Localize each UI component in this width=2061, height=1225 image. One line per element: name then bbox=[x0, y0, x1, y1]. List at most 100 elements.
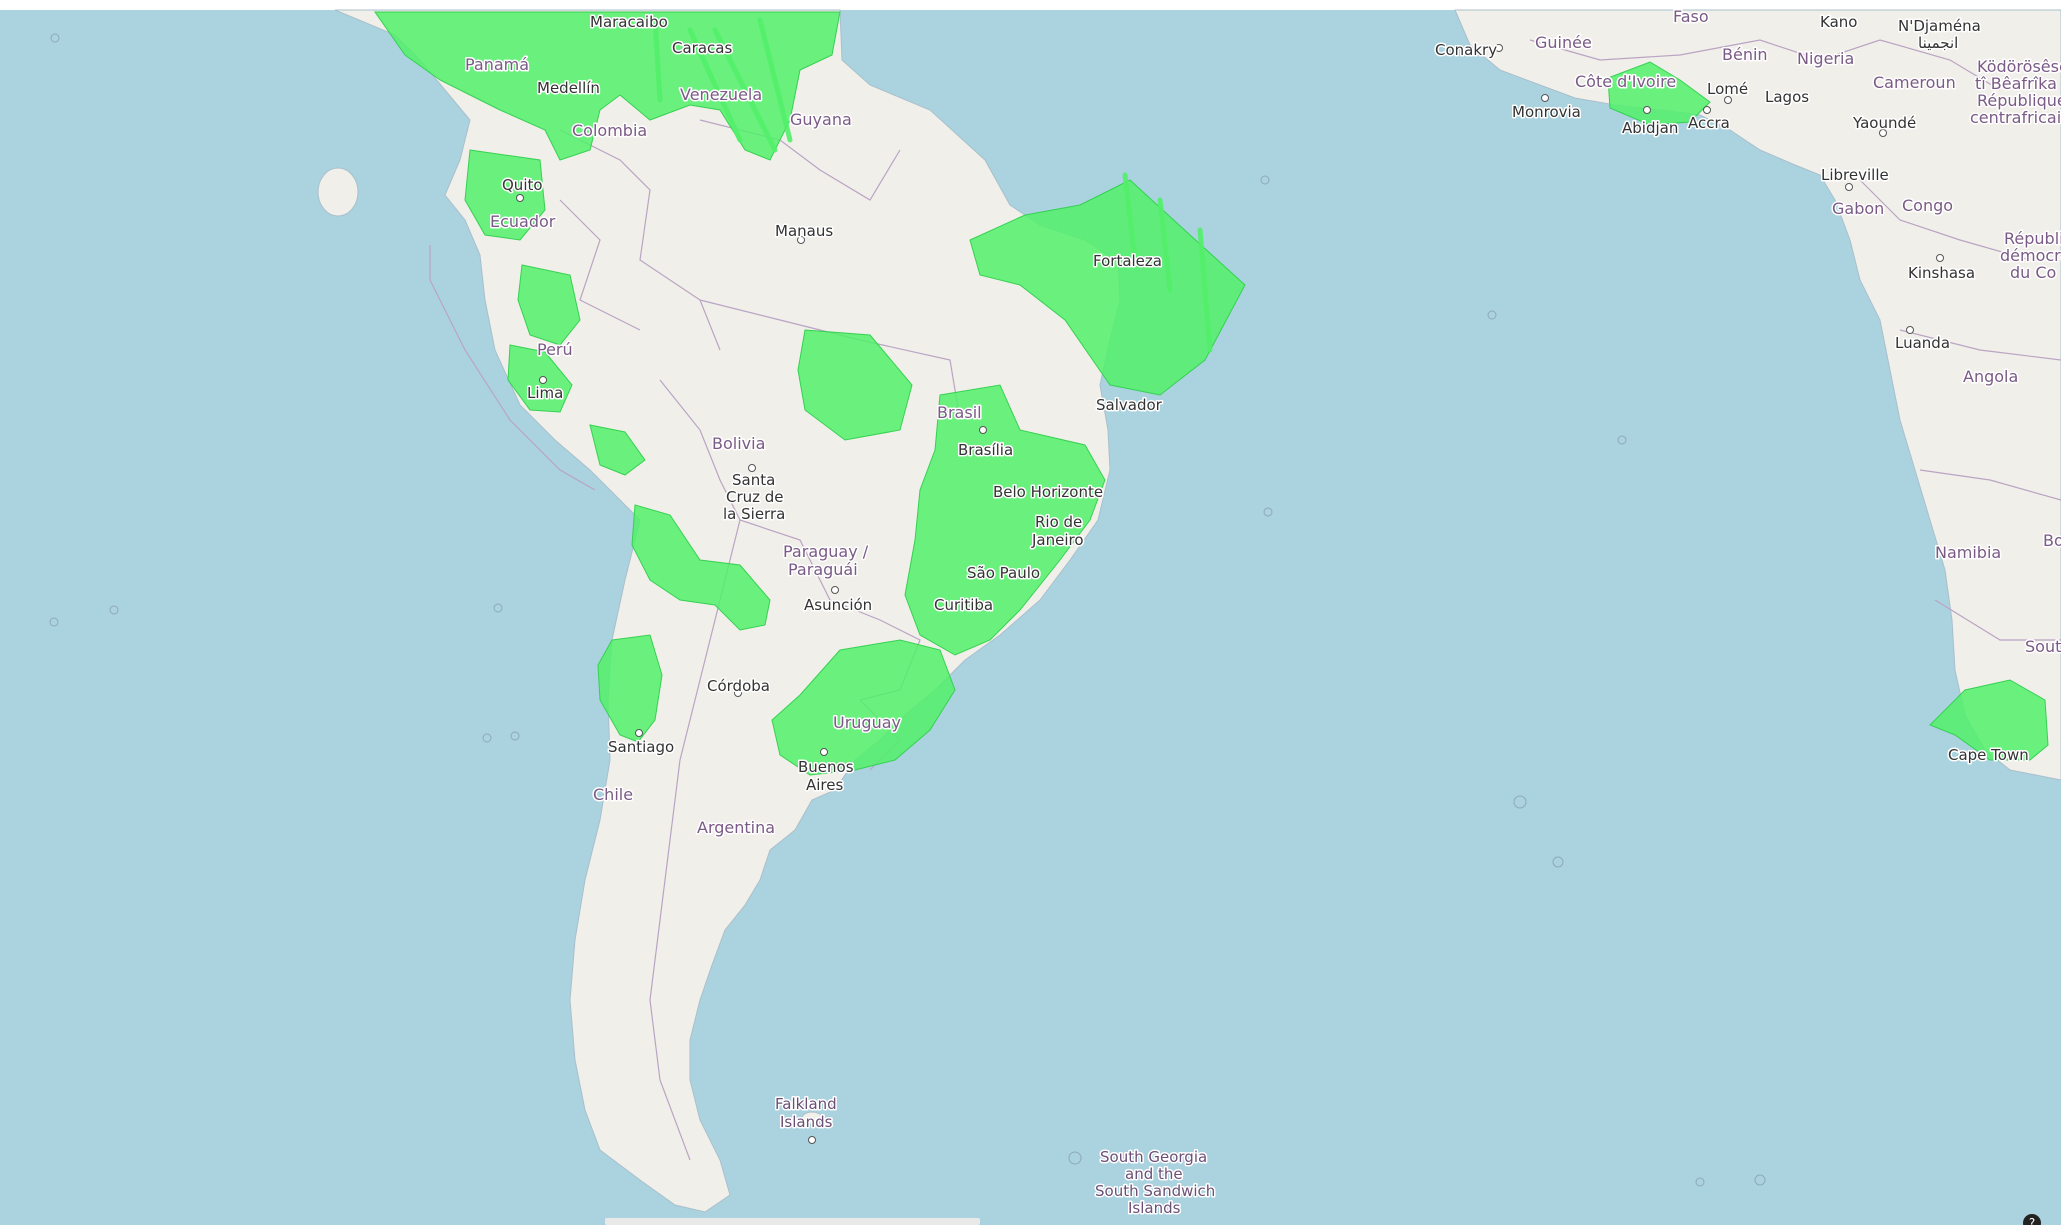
island-dot bbox=[50, 33, 60, 43]
label-colombia: Colombia bbox=[572, 121, 647, 140]
maritime-border-peru bbox=[429, 245, 596, 491]
falkland-island bbox=[801, 1111, 823, 1125]
label-gabon: Gabon bbox=[1832, 199, 1884, 218]
label-curitiba: Curitiba bbox=[934, 596, 993, 614]
label-south-georgia: South Sandwich bbox=[1095, 1182, 1215, 1200]
label-south-georgia: and the bbox=[1125, 1165, 1183, 1183]
label-buenos-aires: Buenos bbox=[798, 758, 854, 776]
label-caracas: Caracas bbox=[672, 39, 732, 57]
label-ecuador: Ecuador bbox=[490, 212, 556, 231]
island-dot bbox=[1260, 175, 1270, 185]
island-dot bbox=[1552, 856, 1564, 868]
coverage-area-mato-grosso bbox=[797, 329, 913, 441]
coverage-streak bbox=[1157, 197, 1173, 293]
coverage-area-southeast-brazil bbox=[904, 384, 1106, 656]
label-abidjan: Abidjan bbox=[1622, 119, 1678, 137]
label-conakry: Conakry bbox=[1435, 41, 1497, 59]
label-lagos: Lagos bbox=[1765, 88, 1809, 106]
label-rio-de-janeiro: Rio de bbox=[1035, 513, 1082, 531]
label-bolivia: Bolivia bbox=[712, 434, 765, 453]
label-monrovia: Monrovia bbox=[1512, 103, 1581, 121]
label-paraguay: Paraguay / bbox=[783, 542, 869, 561]
label-guyana: Guyana bbox=[790, 110, 852, 129]
island-dot bbox=[1263, 507, 1273, 517]
island-dot bbox=[482, 733, 492, 743]
label-paraguay: Paraguái bbox=[788, 560, 858, 579]
ocean bbox=[0, 10, 2061, 1225]
label-asuncion: Asunción bbox=[804, 596, 872, 614]
label-ndjamena: N'Djaména bbox=[1898, 17, 1981, 35]
label-car: tî Bêafrîka bbox=[1975, 74, 2057, 93]
label-car: centrafricaine bbox=[1970, 108, 2061, 127]
label-rdc: du Co bbox=[2010, 263, 2056, 282]
label-south-georgia: Islands bbox=[1128, 1199, 1181, 1217]
coverage-area-santiago bbox=[597, 634, 663, 743]
city-dot bbox=[1541, 94, 1549, 102]
label-bo: Bo bbox=[2043, 531, 2061, 550]
island-dot bbox=[1695, 1177, 1705, 1187]
top-strip bbox=[0, 0, 2061, 10]
island-dot bbox=[493, 603, 503, 613]
label-rdc: démocra bbox=[2000, 246, 2061, 265]
city-dot bbox=[734, 689, 742, 697]
info-icon[interactable]: ? bbox=[2023, 1214, 2041, 1225]
coverage-streak bbox=[757, 17, 793, 143]
coverage-area-west-africa bbox=[1607, 61, 1711, 126]
country-border bbox=[559, 129, 721, 351]
label-cote-divoire: Côte d'Ivoire bbox=[1575, 72, 1676, 91]
label-sao-paulo: São Paulo bbox=[967, 564, 1040, 582]
country-border bbox=[1919, 469, 2061, 501]
labels-africa: Faso Kano N'Djaména انجمينا Conakry Guin… bbox=[1434, 6, 2061, 766]
label-accra: Accra bbox=[1688, 114, 1730, 132]
label-falkland-islands: Islands bbox=[780, 1113, 833, 1131]
label-santa-cruz: Cruz de bbox=[726, 488, 784, 506]
island-dot bbox=[1513, 795, 1527, 809]
country-border bbox=[659, 379, 831, 601]
island-dot bbox=[109, 605, 119, 615]
label-faso: Faso bbox=[1673, 7, 1709, 26]
coverage-streak bbox=[712, 27, 778, 153]
label-fortaleza: Fortaleza bbox=[1093, 252, 1162, 270]
coverage-streak bbox=[652, 17, 663, 103]
country-border bbox=[1934, 599, 2061, 641]
country-border bbox=[1899, 329, 2061, 361]
label-falkland-islands: Falkland bbox=[775, 1095, 837, 1113]
city-dot bbox=[1936, 254, 1944, 262]
city-dot bbox=[979, 426, 987, 434]
label-lome: Lomé bbox=[1707, 80, 1748, 98]
country-border bbox=[1529, 39, 2001, 91]
label-namibia: Namibia bbox=[1935, 543, 2001, 562]
city-dot bbox=[748, 464, 756, 472]
city-dot bbox=[1879, 129, 1887, 137]
label-venezuela: Venezuela bbox=[680, 85, 762, 104]
label-cameroun: Cameroun bbox=[1873, 73, 1956, 92]
label-belo-horizonte: Belo Horizonte bbox=[993, 483, 1103, 501]
city-dot bbox=[1724, 96, 1732, 104]
label-cordoba: Córdoba bbox=[707, 677, 770, 695]
city-dot bbox=[808, 1136, 816, 1144]
label-guinee: Guinée bbox=[1535, 33, 1592, 52]
city-dot bbox=[1845, 183, 1853, 191]
label-car: République bbox=[1977, 91, 2061, 110]
label-libreville: Libreville bbox=[1821, 166, 1889, 184]
label-uruguay: Uruguay bbox=[833, 713, 901, 732]
label-quito: Quito bbox=[502, 176, 543, 194]
labels-south-america: Maracaibo Caracas Panamá Medellín Venezu… bbox=[464, 12, 1217, 1219]
label-manaus: Manaus bbox=[775, 222, 833, 240]
label-sout: Sout bbox=[2025, 637, 2061, 656]
label-ndjamena-ar: انجمينا bbox=[1918, 34, 1958, 52]
island-dot bbox=[1617, 435, 1627, 445]
label-yaounde: Yaoundé bbox=[1852, 114, 1916, 132]
label-panama: Panamá bbox=[465, 55, 529, 74]
label-santiago: Santiago bbox=[608, 738, 674, 756]
label-santa-cruz: Santa bbox=[732, 471, 775, 489]
label-salvador: Salvador bbox=[1096, 396, 1163, 414]
coverage-area-northern-argentina bbox=[631, 504, 771, 631]
label-lima: Lima bbox=[527, 384, 563, 402]
coverage-area-peru-north bbox=[517, 264, 581, 346]
label-santa-cruz: la Sierra bbox=[723, 505, 785, 523]
city-dot bbox=[539, 376, 547, 384]
label-maracaibo: Maracaibo bbox=[590, 13, 668, 31]
